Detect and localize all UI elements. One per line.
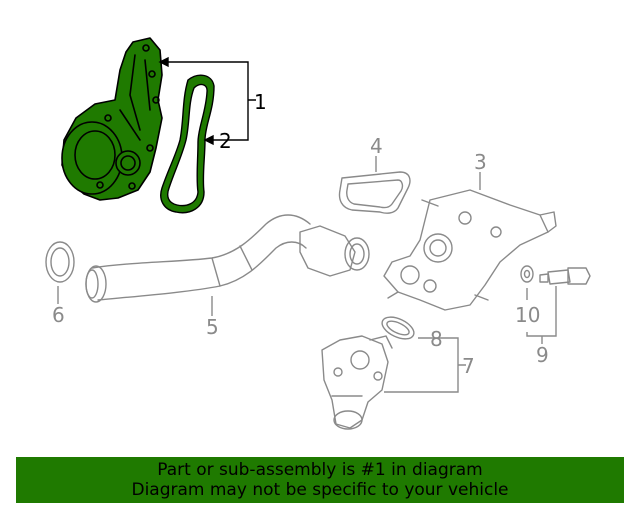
thermostat-housing-part-3[interactable] [383,189,557,311]
callout-6[interactable]: 6 [52,303,65,327]
leader-arrow-1 [158,56,169,68]
leader-arrow-2 [203,134,214,146]
notice-line-1: Part or sub-assembly is #1 in diagram [157,460,483,480]
callout-7[interactable]: 7 [462,354,475,378]
callout-4[interactable]: 4 [370,134,383,158]
callout-2[interactable]: 2 [219,129,232,153]
callout-8[interactable]: 8 [430,327,443,351]
callout-9[interactable]: 9 [536,343,549,367]
thermostat-part-7[interactable] [321,335,393,430]
gasket-part-2[interactable] [160,74,215,214]
notice-line-2: Diagram may not be specific to your vehi… [131,480,509,500]
leader-line-7 [384,337,466,393]
seal-ring-part-8[interactable] [379,313,417,344]
leader-line-9 [526,286,557,344]
callout-3[interactable]: 3 [474,150,487,174]
o-ring-part-6[interactable] [45,241,75,283]
gasket-part-4[interactable] [338,171,411,214]
washer-part-10[interactable] [520,265,534,283]
callout-1[interactable]: 1 [254,90,267,114]
callout-5[interactable]: 5 [206,315,219,339]
hose-part-5[interactable] [85,214,370,303]
leader-line-1 [160,61,256,141]
notice-banner: Part or sub-assembly is #1 in diagram Di… [16,457,624,503]
sensor-part-9[interactable] [539,267,591,285]
water-pump-part-1[interactable] [61,37,163,201]
callout-10[interactable]: 10 [515,303,540,327]
